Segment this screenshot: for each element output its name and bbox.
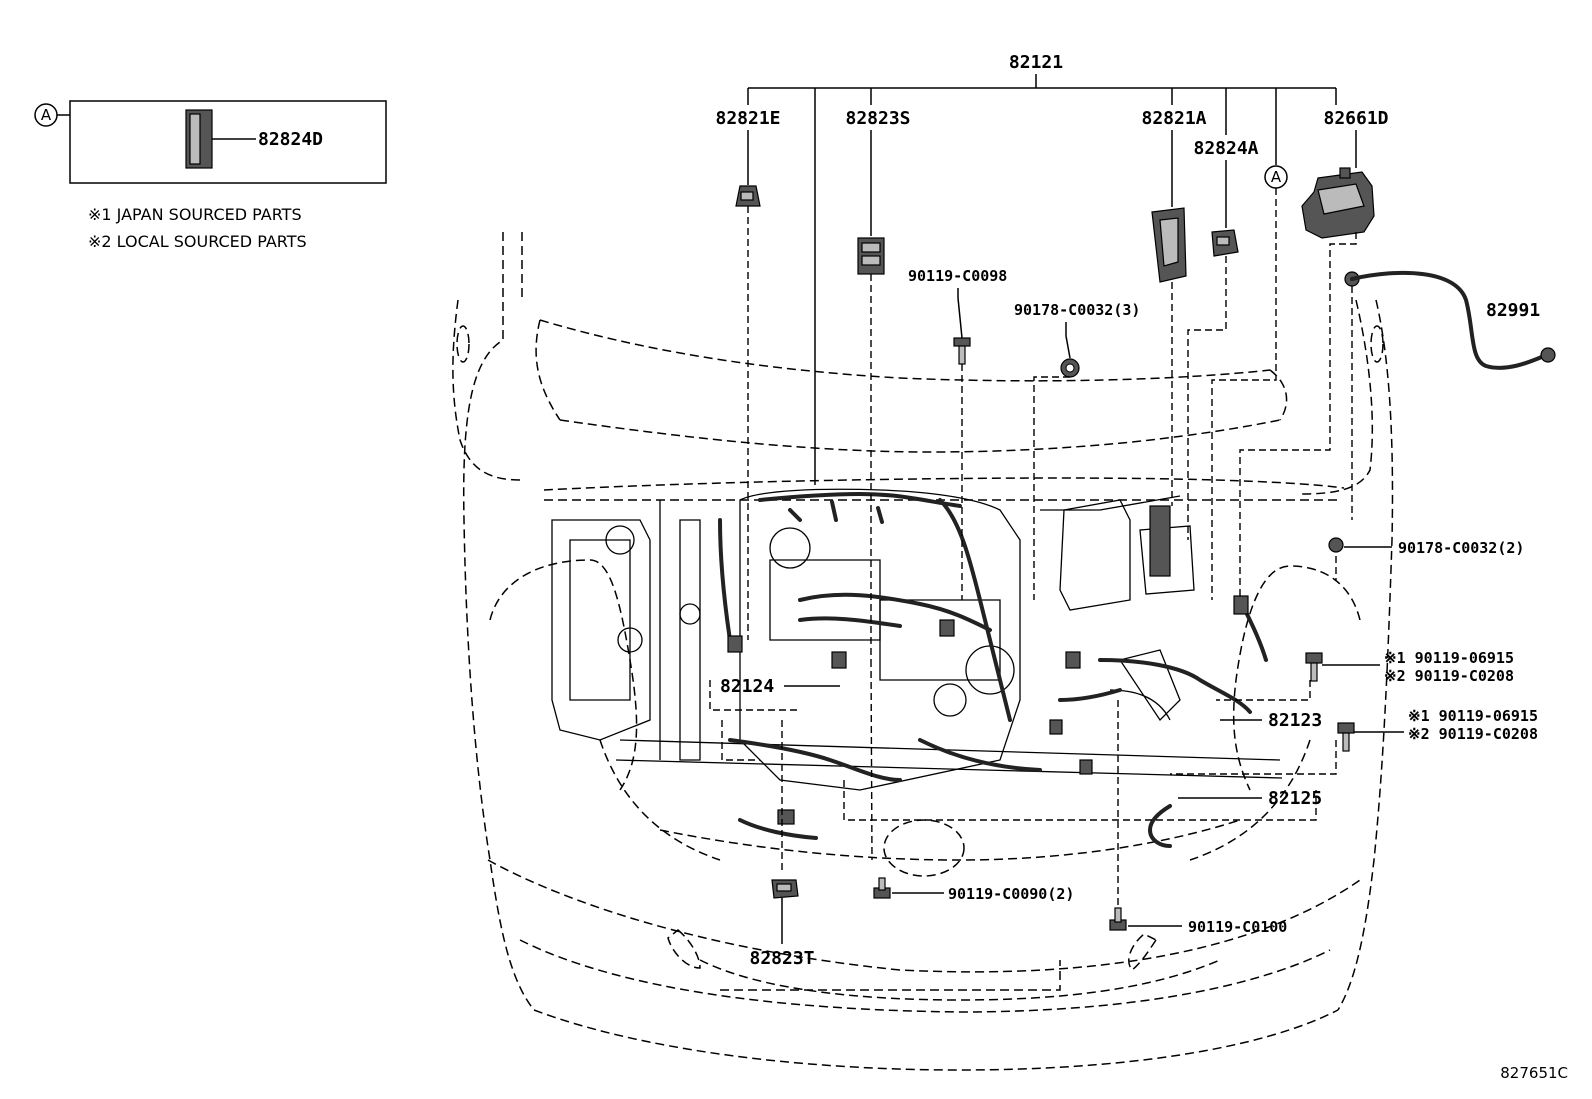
leader-lines xyxy=(709,188,1357,910)
label-82823T: 82823T xyxy=(749,948,814,969)
engine-wire-harness xyxy=(718,491,1268,848)
label-82123: 82123 xyxy=(1268,710,1322,731)
inset-frame xyxy=(69,100,387,184)
bolt-right-lower-icon xyxy=(1337,722,1355,752)
connector-82823T-icon xyxy=(771,879,799,899)
nut-90178-C0032-2-icon xyxy=(1328,537,1344,553)
label-bolt2-local: ※2 90119-C0208 xyxy=(1408,725,1538,743)
bolt-90119-C0100-icon xyxy=(1109,907,1127,931)
bolt-90119-C0098-icon xyxy=(953,337,971,365)
relay-block-82661D-icon xyxy=(1301,167,1375,239)
inset-part-label: 82824D xyxy=(258,129,323,150)
label-bolt1-local: ※2 90119-C0208 xyxy=(1384,667,1514,685)
label-82124: 82124 xyxy=(720,676,774,697)
harness-bracket: 82121 xyxy=(747,52,1337,485)
bolt-90119-C0090-icon xyxy=(873,877,891,899)
inset-box: A 82824D xyxy=(34,100,387,184)
note-local-sourced: ※2 LOCAL SOURCED PARTS xyxy=(88,232,307,251)
label-bolt2-japan: ※1 90119-06915 xyxy=(1408,707,1538,725)
engine-compartment xyxy=(551,488,1283,791)
label-82121: 82121 xyxy=(1009,52,1063,73)
body-callout-letter: A xyxy=(1271,168,1282,186)
label-82821A: 82821A xyxy=(1141,108,1206,129)
label-82823S: 82823S xyxy=(845,108,910,129)
note-japan-sourced: ※1 JAPAN SOURCED PARTS xyxy=(88,205,302,224)
reference-code: 827651C xyxy=(1500,1064,1568,1082)
label-82125: 82125 xyxy=(1268,788,1322,809)
label-90178-C0032-2: 90178-C0032(2) xyxy=(1398,539,1524,557)
connector-82821A-icon xyxy=(1151,207,1187,283)
connector-82824A-icon xyxy=(1211,229,1239,257)
label-bolt1-japan: ※1 90119-06915 xyxy=(1384,649,1514,667)
label-90119-C0100: 90119-C0100 xyxy=(1188,918,1287,936)
connector-82823S-icon xyxy=(857,237,885,275)
label-90119-C0098: 90119-C0098 xyxy=(908,267,1007,285)
label-82821E: 82821E xyxy=(715,108,780,129)
nut-90178-C0032-icon xyxy=(1060,358,1080,378)
label-82661D: 82661D xyxy=(1323,108,1388,129)
label-90119-C0090-2: 90119-C0090(2) xyxy=(948,885,1074,903)
label-82991: 82991 xyxy=(1486,300,1540,321)
bolt-right-upper-icon xyxy=(1305,652,1323,682)
connector-82821E-icon xyxy=(735,185,761,207)
vehicle-body-outline xyxy=(452,232,1394,1071)
inset-callout-letter: A xyxy=(41,106,52,124)
label-82824A: 82824A xyxy=(1193,138,1258,159)
label-90178-C0032-3: 90178-C0032(3) xyxy=(1014,301,1140,319)
